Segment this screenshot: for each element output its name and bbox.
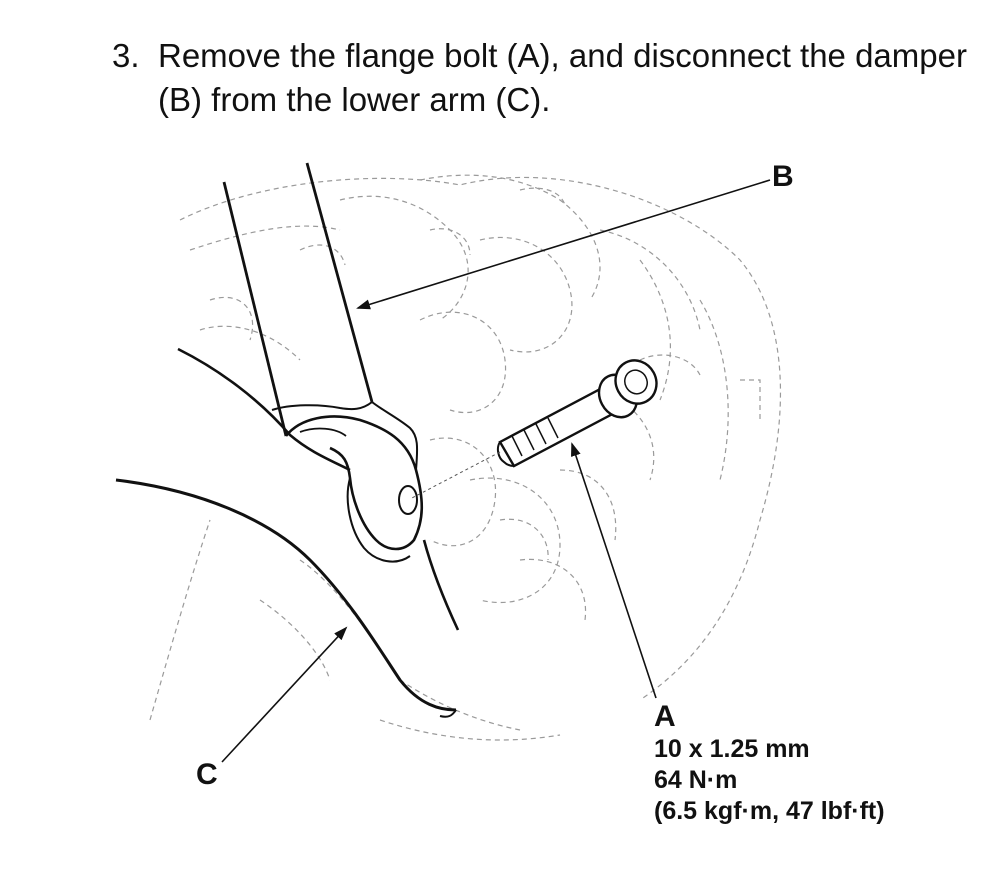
leader-c <box>221 626 348 763</box>
bolt-axis-dash <box>411 451 501 499</box>
leader-b <box>356 179 771 310</box>
leader-a <box>571 442 657 699</box>
callout-label-b: B <box>772 160 794 193</box>
background-chassis-sketch <box>149 174 782 741</box>
damper-b <box>222 162 424 563</box>
lower-arm-c <box>115 347 460 718</box>
step-number: 3. <box>112 37 140 74</box>
bolt-torque-nm: 64 N·m <box>654 766 738 794</box>
callout-label-c: C <box>196 758 218 791</box>
bolt-spec-block: A 10 x 1.25 mm 64 N·m (6.5 kgf·m, 47 lbf… <box>654 700 885 827</box>
flange-bolt-a <box>496 359 658 468</box>
callout-label-a: A <box>654 700 676 733</box>
step-text: Remove the flange bolt (A), and disconne… <box>158 37 967 118</box>
bolt-size: 10 x 1.25 mm <box>654 735 810 763</box>
bolt-torque-alt: (6.5 kgf·m, 47 lbf·ft) <box>654 797 885 825</box>
